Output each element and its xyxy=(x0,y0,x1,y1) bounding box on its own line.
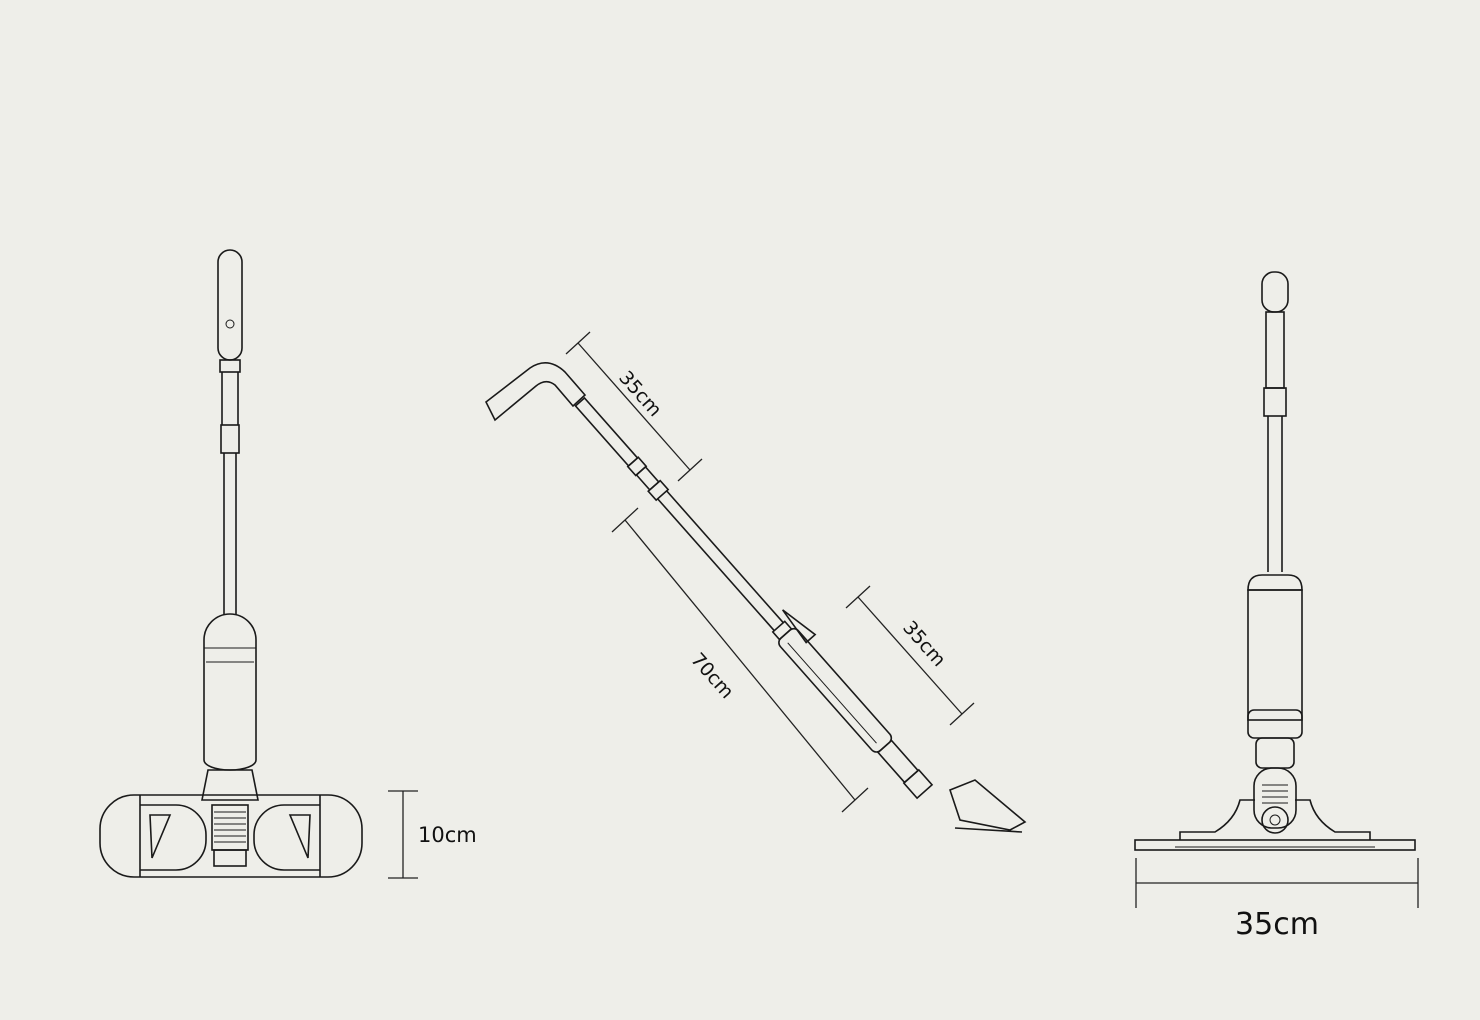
pole-length-label: 70cm xyxy=(686,649,738,703)
pole-length-dimension: 70cm xyxy=(611,507,869,813)
rear-view: 35cm xyxy=(1134,271,1419,942)
front-height-dimension: 10cm xyxy=(388,790,477,879)
front-view: 10cm xyxy=(99,249,477,879)
rear-width-label: 35cm xyxy=(1235,907,1319,942)
front-height-label: 10cm xyxy=(418,823,477,847)
body-length-dimension: 35cm xyxy=(845,585,975,726)
side-view: 35cm 70cm 35cm xyxy=(484,331,1027,833)
rear-width-dimension: 35cm xyxy=(1135,858,1419,942)
body-length-label: 35cm xyxy=(898,617,950,671)
handle-length-dimension: 35cm xyxy=(565,331,703,482)
